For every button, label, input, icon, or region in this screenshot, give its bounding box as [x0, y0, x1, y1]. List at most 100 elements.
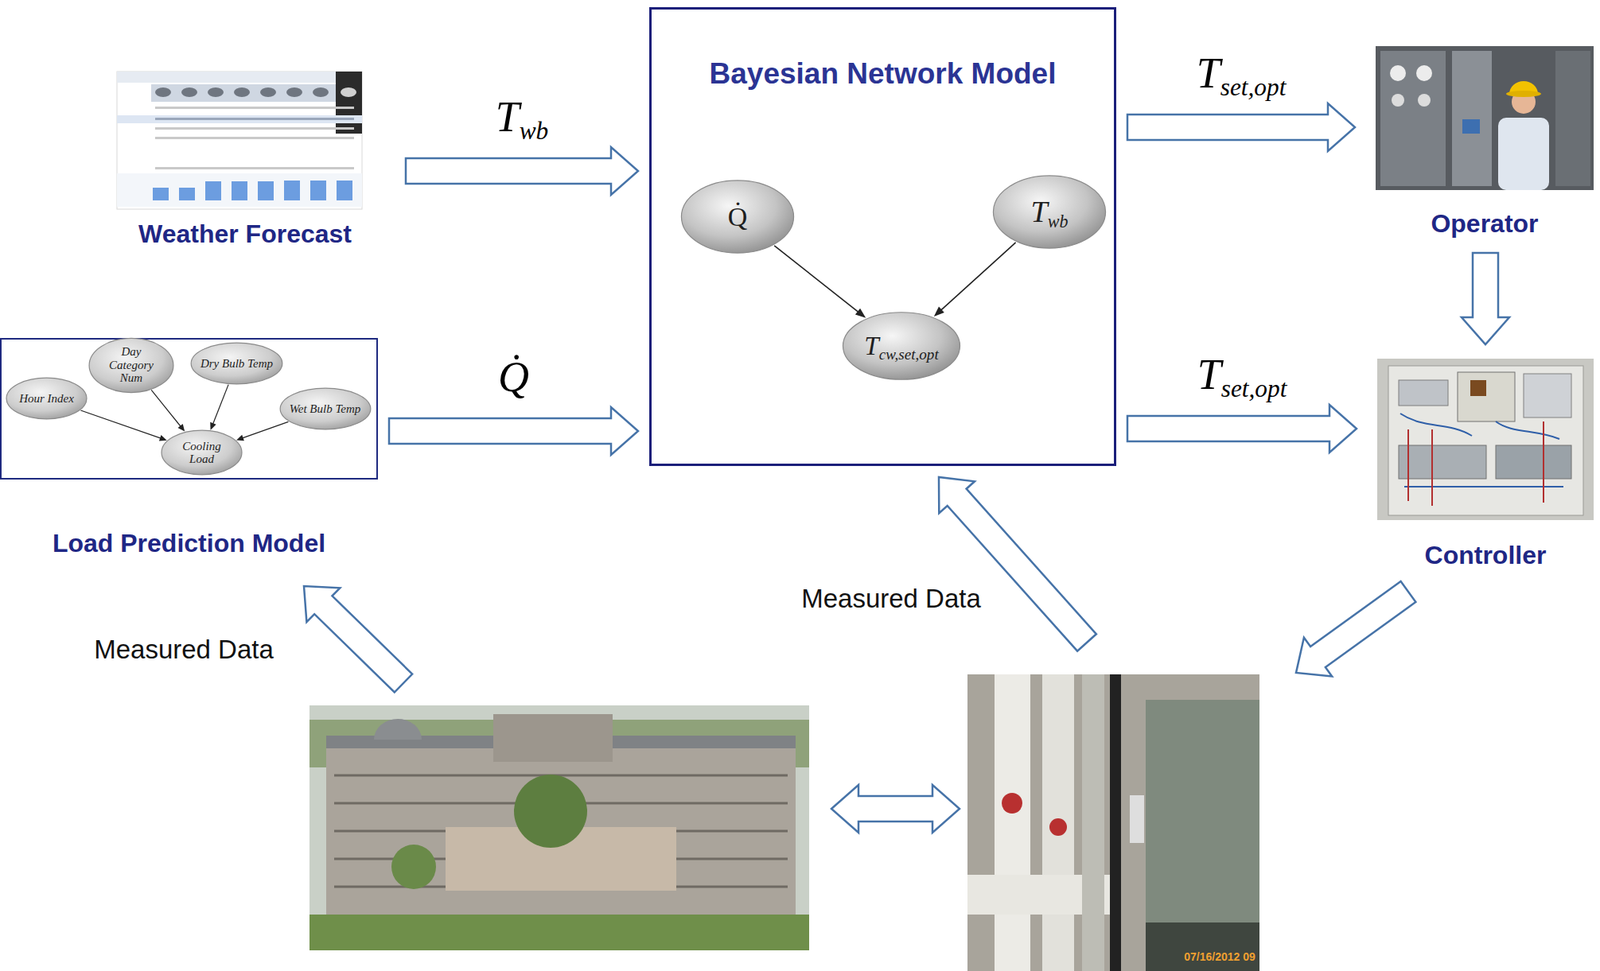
label-anchor: 07/16/2012 09 [1183, 950, 1256, 964]
insulated-pipe [1042, 674, 1075, 971]
edge-label: Tset,opt [1196, 50, 1287, 98]
ellipse-label: Twb [1031, 195, 1069, 230]
pipe [1082, 674, 1105, 971]
edge-label: Q̇ [498, 354, 530, 401]
controller-photo [1377, 358, 1594, 521]
text-subscript: cw,set,opt [879, 346, 939, 363]
ellipse-label: Q̇ [727, 202, 748, 232]
logo-plate [1470, 380, 1487, 397]
storm-icon [207, 87, 224, 98]
valve-wheel [1049, 818, 1067, 837]
operator-photo [1375, 46, 1594, 191]
flow-label: Measured Data [93, 634, 274, 666]
label-anchor: Measured Data [93, 634, 274, 666]
block-arrow-connector [1127, 404, 1357, 453]
block-arrow-connector [389, 407, 639, 456]
rain-bar [310, 180, 327, 201]
text-main: T [495, 93, 520, 141]
variable-ellipse: Q̇ [680, 179, 795, 255]
block-arrow [938, 477, 1097, 652]
connector-line [940, 242, 1017, 312]
storm-icon [260, 87, 277, 98]
text-main: T [1197, 350, 1222, 399]
arrowhead [855, 308, 866, 319]
photo-ground [1377, 358, 1594, 521]
hard-hat-brim [1506, 90, 1542, 98]
screenshot-ground [116, 71, 363, 210]
icon-strip [151, 84, 363, 102]
arrowhead [178, 424, 186, 433]
connector-line [151, 389, 182, 428]
ellipse-label: Wet Bulb Temp [289, 402, 362, 417]
arrow-connector [151, 389, 185, 432]
operator-shirt [1498, 117, 1550, 191]
ellipse-shape [6, 377, 87, 420]
courtyard-tree [513, 774, 588, 849]
chiller-machine [1145, 700, 1260, 971]
variable-ellipse: Dry Bulb Temp [190, 342, 284, 386]
switch-panel [1452, 50, 1492, 187]
arrowhead [210, 422, 216, 431]
ellipse-shape [992, 175, 1106, 249]
arrowhead [159, 435, 168, 442]
night-column [335, 71, 363, 134]
block-arrow-connector [1461, 253, 1510, 345]
variable-ellipse: Day Category Num [88, 337, 175, 394]
block-arrow-shape [405, 147, 639, 195]
flow-label: Measured Data [801, 583, 982, 615]
text-subscript: set,opt [1221, 374, 1288, 403]
machine-base [1145, 922, 1260, 971]
rain-bar [231, 181, 248, 201]
display-screen [1462, 119, 1480, 134]
enclosure [1388, 365, 1584, 516]
text-subscript: set,opt [1220, 73, 1287, 102]
storm-icons [155, 87, 357, 98]
edge-label: Tset,opt [1197, 351, 1288, 399]
controller-box [1457, 372, 1515, 422]
ellipse-label: Day Category Num [97, 345, 165, 386]
label-anchor: Measured Data [801, 583, 982, 615]
rain-bar [205, 181, 222, 201]
block-arrow [1296, 581, 1416, 677]
central-block [493, 714, 613, 763]
arrowhead [236, 435, 245, 442]
node-heading: Weather Forecast [95, 219, 395, 250]
block-arrow-connector [1127, 103, 1355, 152]
arrow-connector [236, 421, 289, 441]
storm-icon [181, 87, 198, 98]
text-subscript: wb [1047, 211, 1069, 232]
switch-panel [1380, 50, 1446, 187]
sky [309, 705, 810, 951]
rain-bar [152, 187, 169, 201]
block-arrow-connector [405, 147, 639, 195]
label-anchor: Q̇ [498, 354, 530, 401]
sensor-box [1129, 795, 1145, 844]
variable-ellipse: Cooling Load [160, 429, 243, 476]
image-node: Operator [1366, 42, 1600, 242]
connector-line [80, 410, 161, 439]
gauge [1389, 65, 1406, 82]
tree [391, 844, 437, 890]
block-arrow-shape [389, 407, 639, 456]
photo-ground [1375, 46, 1594, 191]
terminal-row [1495, 445, 1572, 479]
text-subscript: wb [519, 116, 549, 145]
variable-ellipse: Tcw,set,opt [841, 311, 962, 382]
double-block-arrow [831, 785, 960, 834]
storm-icon [286, 87, 303, 98]
image-node: Weather Forecast [95, 68, 395, 254]
main-building [326, 743, 796, 923]
ellipse-shape [190, 342, 283, 385]
support-pole [1109, 674, 1122, 971]
wiring [1408, 421, 1544, 507]
ellipse-shape [681, 180, 794, 254]
arrow-connector [934, 242, 1017, 317]
ellipse-label: Cooling Load [178, 439, 226, 467]
rain-bar [257, 181, 274, 201]
data-row [155, 106, 355, 110]
gauge [1417, 93, 1431, 107]
data-row [155, 167, 355, 170]
ellipse-shape [280, 388, 371, 430]
photo-timestamp: 07/16/2012 09 [1183, 950, 1256, 964]
